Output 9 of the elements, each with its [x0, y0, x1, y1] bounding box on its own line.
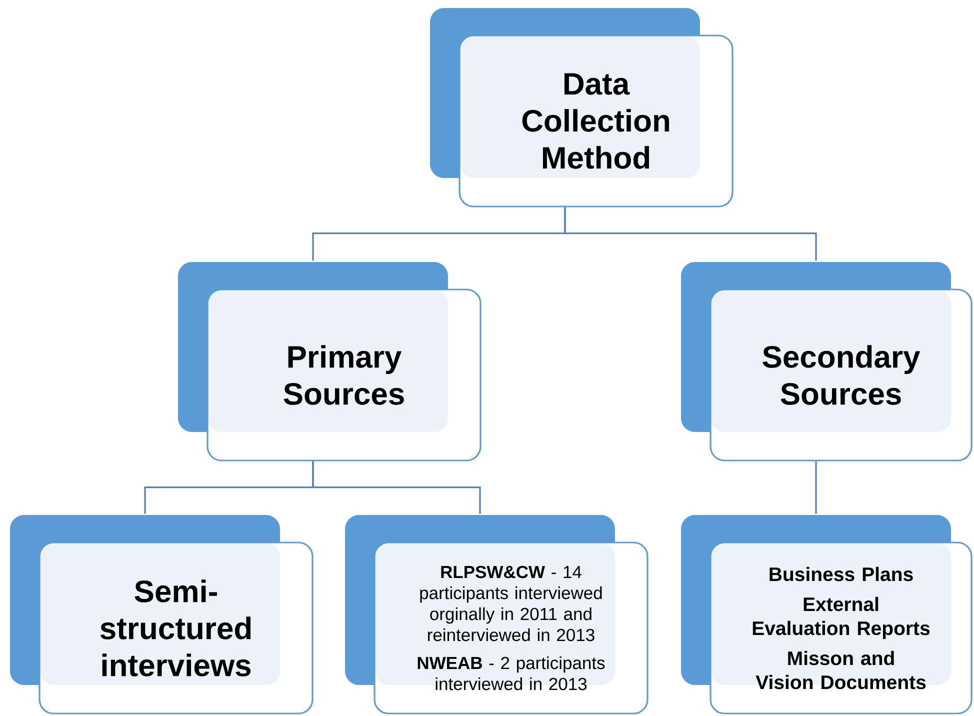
- process-box: Semi-structured interviews: [10, 515, 314, 714]
- connector-line: [564, 207, 817, 261]
- process-box: Data Collection Method: [430, 8, 734, 208]
- process-box: Business Plans External Evaluation Reports Misson and Vision Documents: [681, 515, 972, 714]
- process-box: RLPSW&CW - 14 participants interviewed orginally in 2011 and reinterviewed in 2013 NWEAB - 2 participants interviewed in 2013: [345, 515, 648, 714]
- connector-line: [815, 461, 817, 514]
- process-box: Primary Sources: [178, 262, 482, 462]
- process-box: Secondary Sources: [681, 262, 972, 462]
- connector-line: [312, 461, 481, 514]
